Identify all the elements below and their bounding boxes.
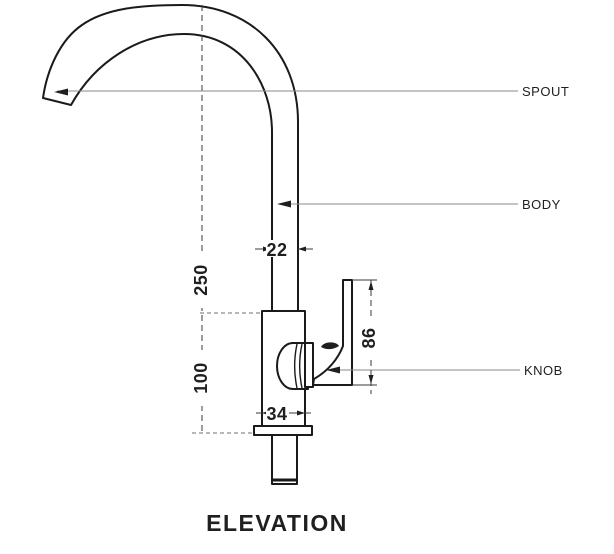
handle-lever — [312, 279, 353, 386]
mounting-flange — [253, 425, 313, 436]
dim-22-value: 22 — [266, 240, 287, 260]
knob-ball — [276, 342, 309, 390]
knob-collar-line-left — [294, 343, 298, 389]
body-label: BODY — [522, 197, 561, 212]
spout-label: SPOUT — [522, 84, 569, 99]
knob-label: KNOB — [524, 363, 563, 378]
handle-pivot-shade — [321, 342, 339, 350]
dim-100-value: 100 — [191, 362, 211, 394]
threaded-shank — [271, 434, 298, 485]
knob-arrow-icon — [326, 366, 340, 374]
dim-86-value: 86 — [359, 327, 379, 348]
dim-22-text-mask — [266, 240, 289, 257]
dim-86-text-mask — [358, 320, 376, 356]
dim-34-value: 34 — [266, 404, 287, 424]
dim-22-arrow-right — [298, 246, 306, 252]
dim-100-text-mask — [190, 350, 208, 406]
dim-86-arrow-bottom — [368, 375, 374, 384]
spout-arrow-icon — [54, 88, 68, 96]
dim-34-arrow-right — [297, 410, 305, 416]
knob-clamp — [304, 342, 314, 388]
drawing-title: ELEVATION — [206, 510, 348, 536]
dim-86-arrow-top — [368, 281, 374, 290]
dim-34-text-mask — [266, 404, 289, 421]
spout-tube-outline — [42, 4, 299, 312]
dim-250-value: 250 — [191, 264, 211, 296]
body-arrow-icon — [277, 200, 291, 208]
knob-collar-line-right — [299, 343, 303, 389]
dim-250-text-mask — [190, 252, 208, 308]
